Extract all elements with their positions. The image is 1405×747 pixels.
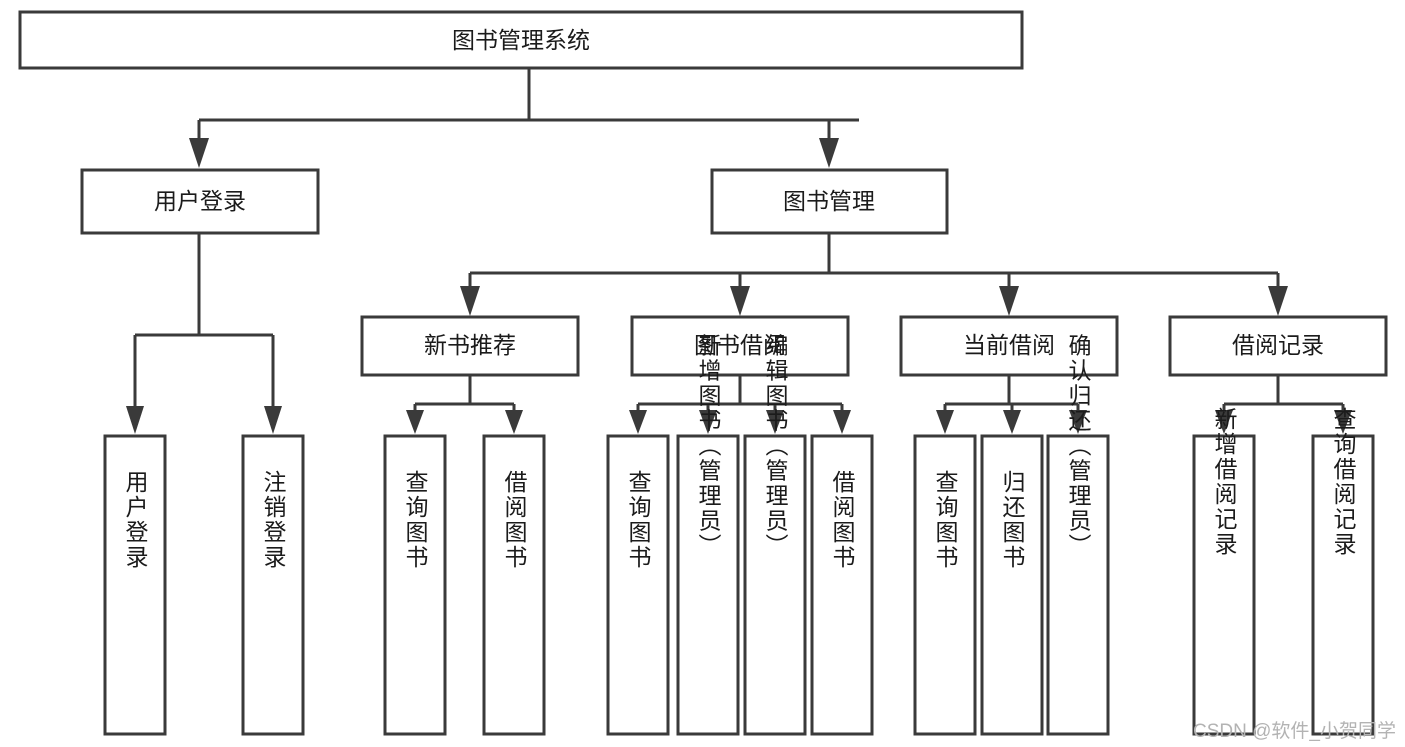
leaf-query-book-1-box[interactable]	[383, 434, 447, 736]
connector-group-book-management	[460, 233, 1288, 316]
leaf-add-record-label: 新增借阅记录	[1211, 407, 1238, 557]
arrow-head-leaf-user-login	[126, 406, 144, 434]
node-book-borrow-box[interactable]	[630, 315, 850, 377]
node-user-login[interactable]: 用户登录	[80, 168, 320, 235]
leaf-query-book-3[interactable]: 查询图书	[913, 434, 977, 736]
node-user-login-label: 用户登录	[154, 188, 246, 214]
node-book-management-box[interactable]	[710, 168, 949, 235]
node-root-label: 图书管理系统	[452, 27, 590, 53]
leaf-user-login-label: 用户登录	[122, 470, 149, 570]
node-book-management-label: 图书管理	[783, 188, 875, 214]
node-user-login-box[interactable]	[80, 168, 320, 235]
arrow-head-user-login	[189, 138, 209, 168]
watermark-text: CSDN @软件_小贺同学	[1193, 720, 1396, 742]
leaf-query-record-label: 查询借阅记录	[1330, 407, 1357, 557]
leaf-borrow-book-2[interactable]: 借阅图书	[810, 434, 874, 736]
node-new-book-recommend-label: 新书推荐	[424, 332, 516, 358]
node-book-management[interactable]: 图书管理	[710, 168, 949, 235]
connector-group-user-login	[126, 233, 282, 434]
arrow-head-leaf-query-book-3	[936, 410, 954, 434]
arrow-head-leaf-add-record	[1215, 410, 1233, 434]
leaf-query-book-3-box[interactable]	[913, 434, 977, 736]
leaf-user-logout-label: 注销登录	[260, 470, 287, 570]
connector-group-new-book-recommend	[406, 375, 523, 434]
leaf-confirm-return-label: 确认归还（管理员）	[1065, 334, 1092, 559]
leaf-edit-book-label: 编辑图书（管理员）	[762, 334, 789, 559]
node-borrow-record-label: 借阅记录	[1232, 332, 1324, 358]
leaf-borrow-book-2-box[interactable]	[810, 434, 874, 736]
node-book-borrow-label: 图书借阅	[694, 332, 786, 358]
node-current-borrow-box[interactable]	[899, 315, 1119, 377]
node-new-book-recommend[interactable]: 新书推荐	[360, 315, 580, 377]
arrow-head-leaf-user-logout	[264, 406, 282, 434]
arrow-head-leaf-confirm-return	[1069, 410, 1087, 434]
arrow-head-current-borrow	[999, 286, 1019, 316]
leaf-query-book-1-label: 查询图书	[402, 470, 429, 570]
leaf-user-logout-box[interactable]	[241, 434, 305, 736]
leaf-query-book-2-label: 查询图书	[625, 470, 652, 570]
node-current-borrow[interactable]: 当前借阅	[899, 315, 1119, 377]
arrow-head-leaf-query-book-2	[629, 410, 647, 434]
leaf-return-book-label: 归还图书	[999, 470, 1026, 570]
leaf-return-book-box[interactable]	[980, 434, 1044, 736]
leaf-query-record[interactable]: 查询借阅记录	[1311, 407, 1375, 736]
leaf-user-login-box[interactable]	[103, 434, 167, 736]
leaf-confirm-return-box[interactable]	[1046, 434, 1110, 736]
connector-group-current-borrow	[936, 375, 1087, 434]
arrow-head-leaf-query-record	[1334, 410, 1352, 434]
leaf-edit-book-box[interactable]	[743, 434, 807, 736]
leaf-add-book-box[interactable]	[676, 434, 740, 736]
arrow-head-leaf-query-book-1	[406, 410, 424, 434]
leaf-confirm-return[interactable]: 确认归还（管理员）	[1046, 334, 1110, 736]
leaf-query-record-box[interactable]	[1311, 434, 1375, 736]
leaf-borrow-book-1-label: 借阅图书	[501, 470, 528, 570]
leaf-user-logout[interactable]: 注销登录	[241, 434, 305, 736]
arrow-head-leaf-return-book	[1003, 410, 1021, 434]
arrow-head-borrow-record	[1268, 286, 1288, 316]
node-borrow-record-box[interactable]	[1168, 315, 1388, 377]
node-root-box[interactable]	[18, 10, 1024, 70]
connector-group-borrow-record	[1215, 375, 1352, 434]
leaf-return-book[interactable]: 归还图书	[980, 434, 1044, 736]
leaf-borrow-book-2-label: 借阅图书	[829, 470, 856, 570]
node-new-book-recommend-box[interactable]	[360, 315, 580, 377]
node-borrow-record[interactable]: 借阅记录	[1168, 315, 1388, 377]
arrow-head-leaf-borrow-book-1	[505, 410, 523, 434]
node-root[interactable]: 图书管理系统	[18, 10, 1024, 70]
arrow-head-leaf-edit-book	[766, 410, 784, 434]
leaf-edit-book[interactable]: 编辑图书（管理员）	[743, 334, 807, 736]
arrow-head-leaf-borrow-book-2	[833, 410, 851, 434]
connector-group-book-borrow	[629, 375, 851, 434]
leaf-query-book-2[interactable]: 查询图书	[606, 434, 670, 736]
leaf-add-book[interactable]: 新增图书（管理员）	[676, 334, 740, 736]
leaf-user-login[interactable]: 用户登录	[103, 434, 167, 736]
arrow-head-book-management	[819, 138, 839, 168]
node-book-borrow[interactable]: 图书借阅	[630, 315, 850, 377]
arrow-head-leaf-add-book	[699, 410, 717, 434]
leaf-add-book-label: 新增图书（管理员）	[695, 334, 722, 559]
leaf-add-record[interactable]: 新增借阅记录	[1192, 407, 1256, 736]
leaf-add-record-box[interactable]	[1192, 434, 1256, 736]
connector-group-root	[189, 68, 859, 168]
leaf-query-book-1[interactable]: 查询图书	[383, 434, 447, 736]
leaf-query-book-2-box[interactable]	[606, 434, 670, 736]
leaf-query-book-3-label: 查询图书	[932, 470, 959, 570]
arrow-head-new-book-recommend	[460, 286, 480, 316]
leaf-borrow-book-1[interactable]: 借阅图书	[482, 434, 546, 736]
arrow-head-book-borrow	[730, 286, 750, 316]
leaf-borrow-book-1-box[interactable]	[482, 434, 546, 736]
node-current-borrow-label: 当前借阅	[963, 332, 1055, 358]
